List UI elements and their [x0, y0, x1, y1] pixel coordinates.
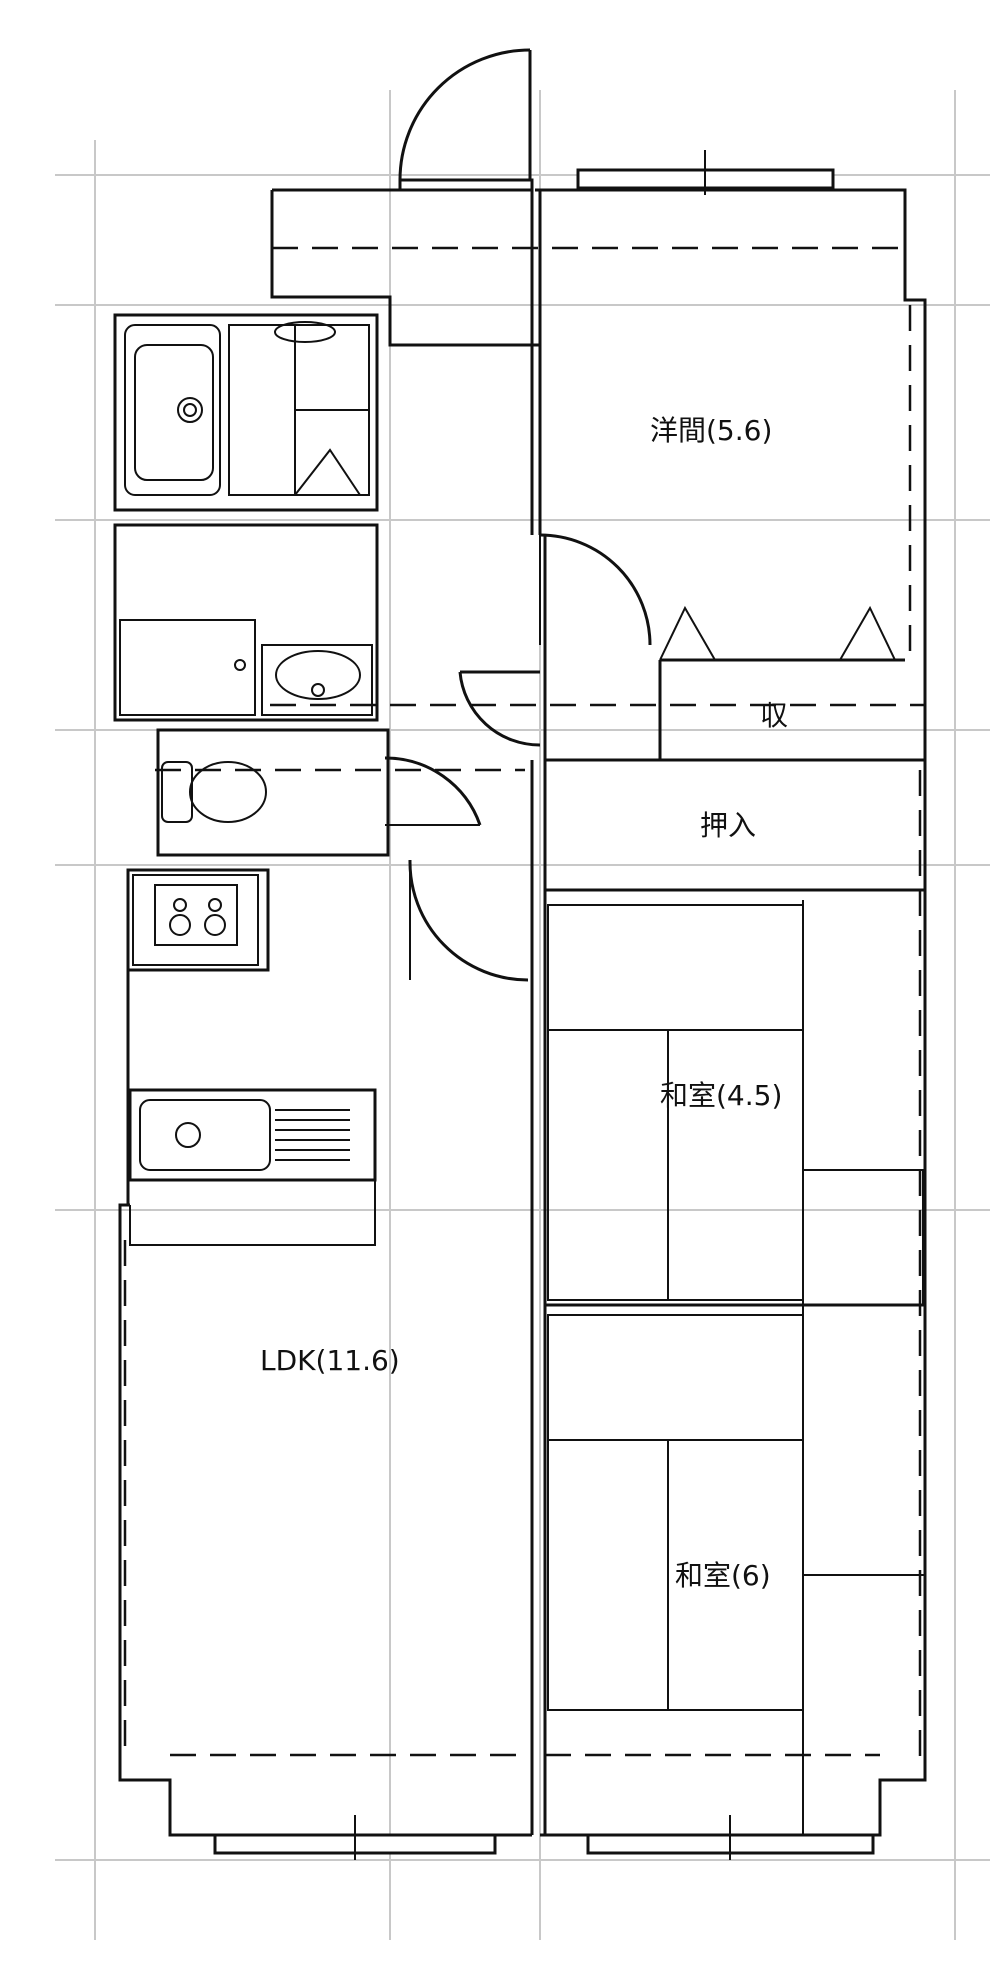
windows — [213, 150, 875, 1860]
room-label-washitsu-large: 和室(6) — [675, 1559, 771, 1592]
closet-doors — [659, 605, 925, 761]
doors — [384, 533, 652, 982]
dashed-lines — [123, 246, 925, 1760]
washroom-fixtures — [119, 619, 373, 716]
room-label-washitsu-small: 和室(4.5) — [660, 1079, 782, 1112]
toilet — [161, 761, 267, 823]
room-label-western: 洋間(5.6) — [650, 414, 772, 447]
stove — [132, 874, 259, 966]
room-label-closet: 押入 — [700, 809, 756, 842]
room-label-ldk: LDK(11.6) — [260, 1344, 400, 1377]
room-label-storage: 収 — [760, 699, 788, 732]
drainboard — [275, 1109, 350, 1161]
reference-grid — [55, 90, 990, 1940]
outer-walls — [113, 188, 927, 1837]
entrance-door — [398, 48, 534, 192]
kitchen-sink — [128, 1088, 377, 1246]
tatami-4-5 — [547, 900, 924, 1310]
bathtub — [124, 321, 370, 496]
tatami-6 — [547, 1310, 925, 1835]
